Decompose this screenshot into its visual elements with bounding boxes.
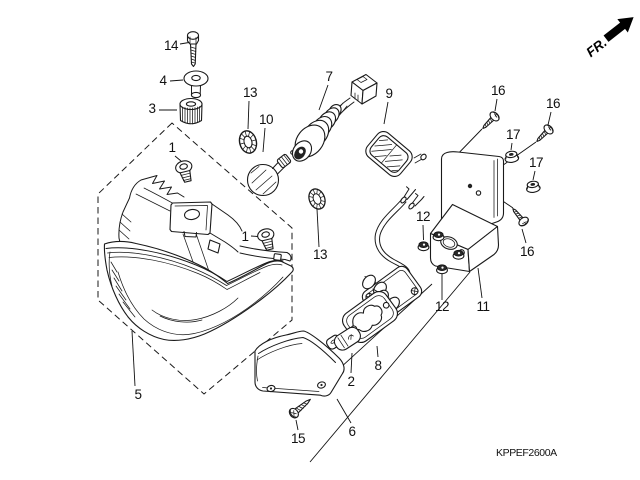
- diagram-code: KPPEF2600A: [496, 447, 557, 459]
- screw-part16-b: [532, 122, 556, 146]
- bulb-part10: [246, 150, 295, 197]
- svg-text:6: 6: [348, 424, 355, 439]
- callout-16-b: 16: [546, 96, 561, 126]
- screw-part15: [288, 398, 311, 419]
- screw-part16-c: [508, 204, 531, 229]
- callout-12-b: 12: [435, 274, 450, 314]
- callout-11: 11: [476, 267, 490, 314]
- nut-part12-on-bracket-b: [452, 249, 465, 260]
- svg-text:11: 11: [476, 299, 489, 314]
- nut-part12-a: [417, 241, 430, 252]
- callout-17-b: 17: [529, 155, 544, 181]
- svg-text:3: 3: [148, 101, 155, 116]
- mounting-clip-part1-b: [255, 226, 278, 253]
- mounting-clip-part1-a: [173, 158, 196, 185]
- nut-part17-b: [525, 179, 542, 194]
- svg-text:1: 1: [168, 140, 175, 155]
- callout-2: 2: [347, 352, 355, 389]
- callout-15: 15: [291, 419, 306, 446]
- callouts: 14 4 3 13 10 7 9 16: [131, 38, 561, 446]
- nut-part17-a: [503, 149, 520, 164]
- callout-5: 5: [131, 330, 142, 402]
- svg-text:15: 15: [291, 431, 305, 446]
- callout-17-a: 17: [506, 127, 521, 151]
- bulb-socket-part7: [291, 73, 378, 162]
- nut-part12-on-bracket-a: [432, 231, 445, 242]
- callout-4: 4: [159, 73, 184, 88]
- callout-10: 10: [259, 112, 274, 153]
- svg-text:12: 12: [416, 209, 430, 224]
- svg-text:17: 17: [506, 127, 520, 142]
- grommet-ring-part13-a: [236, 128, 260, 156]
- svg-text:16: 16: [491, 83, 505, 98]
- svg-text:9: 9: [385, 86, 392, 101]
- callout-16-a: 16: [491, 83, 506, 112]
- callout-16-c: 16: [520, 228, 535, 259]
- tail-light-unit-part5: [103, 175, 294, 342]
- callout-3: 3: [148, 101, 177, 116]
- svg-text:10: 10: [259, 112, 273, 127]
- tail-light-lens: [103, 240, 294, 342]
- callout-7: 7: [318, 69, 333, 111]
- callout-14: 14: [164, 38, 190, 53]
- svg-text:16: 16: [546, 96, 560, 111]
- svg-text:7: 7: [325, 69, 332, 84]
- svg-text:12: 12: [435, 299, 449, 314]
- svg-text:13: 13: [313, 247, 327, 262]
- fr-arrow-icon: [603, 17, 634, 42]
- grommet-part4: [183, 70, 209, 99]
- collar-part3: [179, 97, 203, 125]
- callout-8: 8: [374, 345, 382, 373]
- screw-part16-a: [478, 109, 502, 133]
- tail-light-housing: [118, 175, 292, 285]
- assembly-boundary-outline: [97, 122, 293, 395]
- svg-text:13: 13: [243, 85, 257, 100]
- callout-1-b: 1: [241, 229, 258, 244]
- wedge-bulb-part2: [326, 326, 361, 351]
- license-light-lens-part6: [254, 330, 345, 397]
- callout-9: 9: [383, 86, 393, 125]
- grommet-ring-part13-b: [305, 185, 329, 213]
- svg-text:5: 5: [134, 387, 141, 402]
- bracket-part11: [429, 128, 537, 273]
- callout-13-a: 13: [243, 85, 258, 130]
- svg-text:14: 14: [164, 38, 179, 53]
- svg-text:16: 16: [520, 244, 534, 259]
- nut-part12-b: [436, 264, 448, 275]
- svg-text:2: 2: [347, 374, 354, 389]
- fr-label: FR.: [583, 35, 609, 60]
- callout-12-a: 12: [416, 209, 431, 241]
- svg-text:8: 8: [374, 358, 381, 373]
- svg-text:4: 4: [159, 73, 167, 88]
- fr-direction-arrow: FR.: [583, 17, 634, 60]
- callout-1-a: 1: [168, 140, 182, 162]
- reflector-part9: [365, 131, 427, 177]
- svg-text:1: 1: [241, 229, 248, 244]
- svg-text:17: 17: [529, 155, 543, 170]
- callout-6: 6: [336, 398, 356, 439]
- callout-13-b: 13: [313, 208, 328, 262]
- screw-part14: [186, 31, 200, 68]
